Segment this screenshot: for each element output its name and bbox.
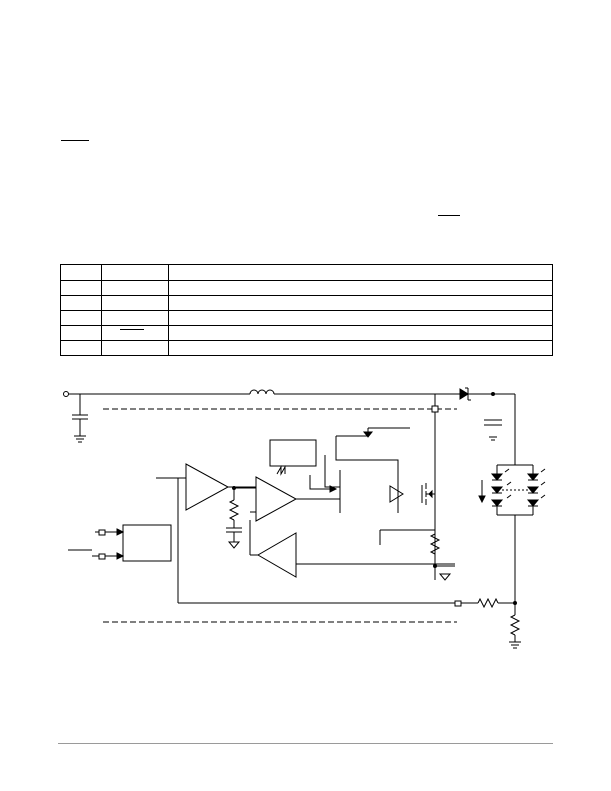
feedback-path (177, 478, 478, 607)
table-row (60, 325, 553, 341)
output-capacitor (484, 419, 502, 441)
table-row (60, 295, 553, 311)
input-terminal (63, 391, 250, 397)
led-string (478, 464, 546, 603)
sense-resistor (379, 529, 455, 581)
power-switch (421, 483, 435, 505)
sw-pin (431, 405, 439, 413)
gate-driver (389, 485, 404, 503)
schottky-diode (459, 387, 515, 401)
table-cell (168, 340, 553, 356)
table-row (60, 310, 553, 326)
error-amplifier (156, 463, 256, 511)
compensation-network (226, 488, 242, 549)
pin-description-table (60, 264, 553, 356)
overline-mark-2 (438, 215, 460, 216)
table-cell (101, 325, 169, 341)
enable-block (68, 524, 172, 562)
input-capacitor (72, 394, 88, 443)
ground-resistor (509, 603, 521, 649)
inductor (249, 389, 460, 395)
pwm-comparator (234, 475, 340, 522)
footer-rule (58, 743, 553, 744)
oscillator-block (269, 439, 317, 476)
control-logic (324, 427, 410, 513)
table-header-row (60, 264, 553, 281)
table-row (60, 340, 553, 356)
overline-mark-3 (120, 329, 144, 330)
overline-mark-1 (61, 140, 89, 141)
feedback-resistor (477, 597, 517, 609)
current-sense-amplifier (249, 520, 455, 578)
